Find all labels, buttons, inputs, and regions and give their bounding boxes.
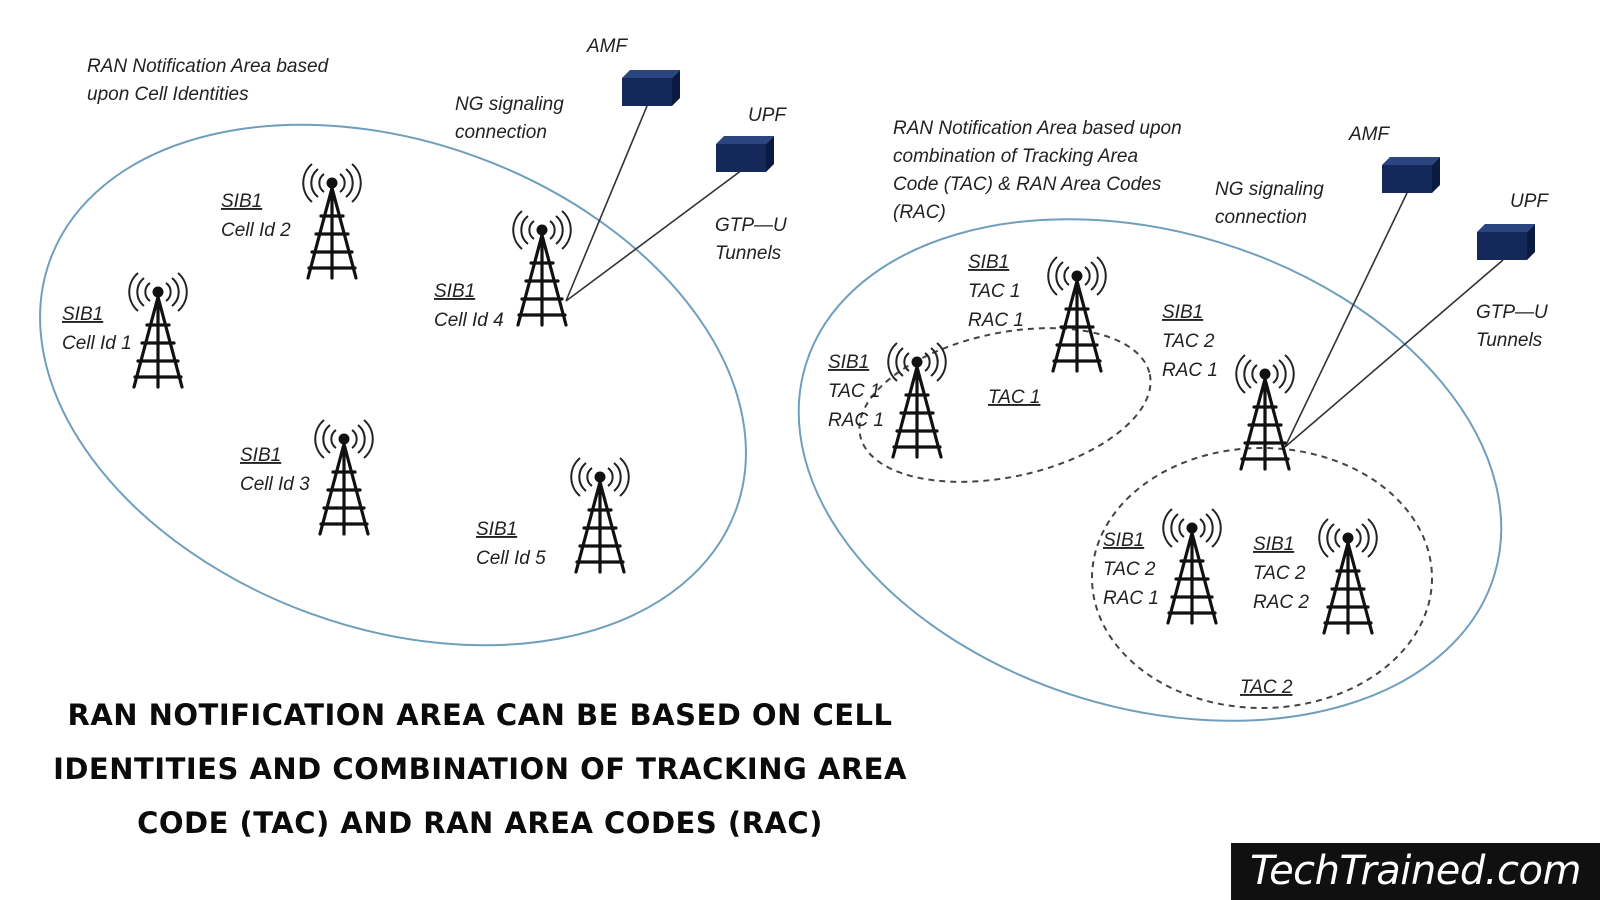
left-upf-server-icon (716, 136, 774, 172)
right-amf-server-icon (1382, 157, 1440, 193)
diagram-caption: RAN Notification Area can be based on Ce… (53, 698, 907, 840)
tac1-area-outline (858, 327, 1152, 483)
left-cell-tower-1-icon (127, 271, 189, 389)
right-cell-tower-5-icon (1317, 517, 1379, 635)
right-upf-label: UPF (1510, 191, 1549, 212)
right-upf-server-icon (1477, 224, 1535, 260)
left-cell-tower-4-icon (511, 209, 573, 327)
right-cell-tower-4-icon (1161, 507, 1223, 625)
left-amf-label: AMF (586, 36, 629, 57)
right-cell-tower-3-icon (1234, 353, 1296, 471)
right-gtp-u-tunnel-link (1284, 259, 1504, 448)
tac1-area-label: TAC 1 (988, 387, 1040, 408)
left-gtp-u-tunnel-link (565, 169, 743, 302)
left-amf-server-icon (622, 70, 680, 106)
left-cell-tower-3-icon (313, 418, 375, 536)
left-ng-signaling-link (565, 105, 648, 302)
left-upf-label: UPF (748, 105, 787, 126)
left-notification-area-outline (39, 123, 747, 647)
tac2-area-outline (1091, 447, 1433, 709)
left-cell-tower-2-icon (301, 162, 363, 280)
right-cell-tower-1-icon (886, 341, 948, 459)
right-ng-signaling-link (1284, 192, 1408, 448)
right-notification-area-outline (797, 218, 1503, 722)
left-cell-tower-5-icon (569, 456, 631, 574)
right-amf-label: AMF (1348, 124, 1391, 145)
brand-logo: TechTrained.com (1231, 843, 1600, 900)
right-cell-tower-2-icon (1046, 255, 1108, 373)
tac2-area-label: TAC 2 (1240, 677, 1293, 698)
